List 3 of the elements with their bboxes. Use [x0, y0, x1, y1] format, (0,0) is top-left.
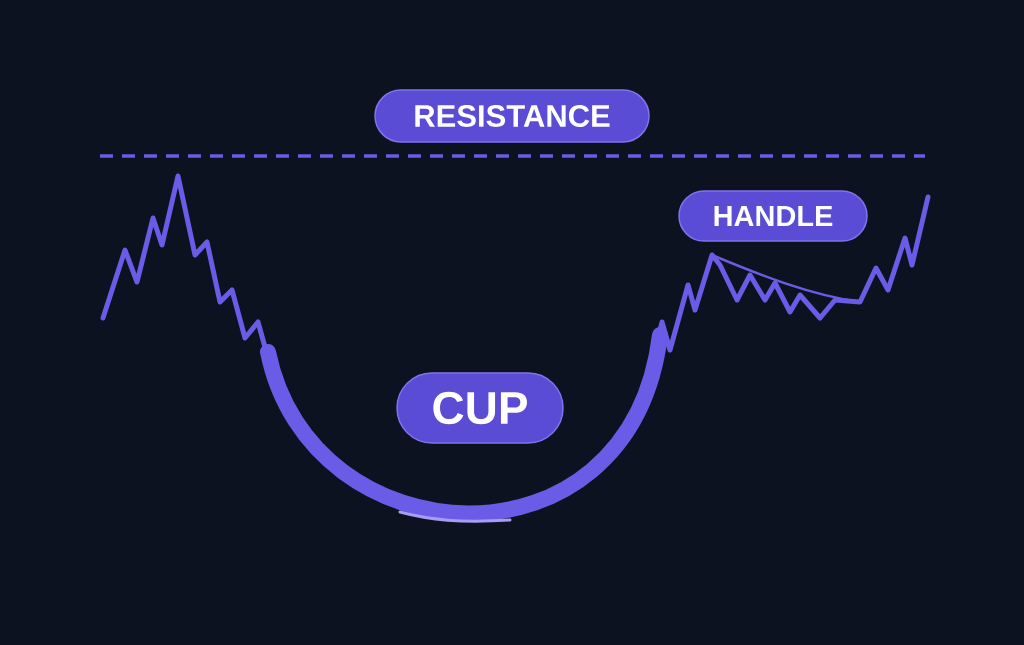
label-pill: RESISTANCE: [374, 89, 650, 143]
label-pill: HANDLE: [678, 190, 868, 242]
label-pill: CUP: [396, 372, 564, 444]
